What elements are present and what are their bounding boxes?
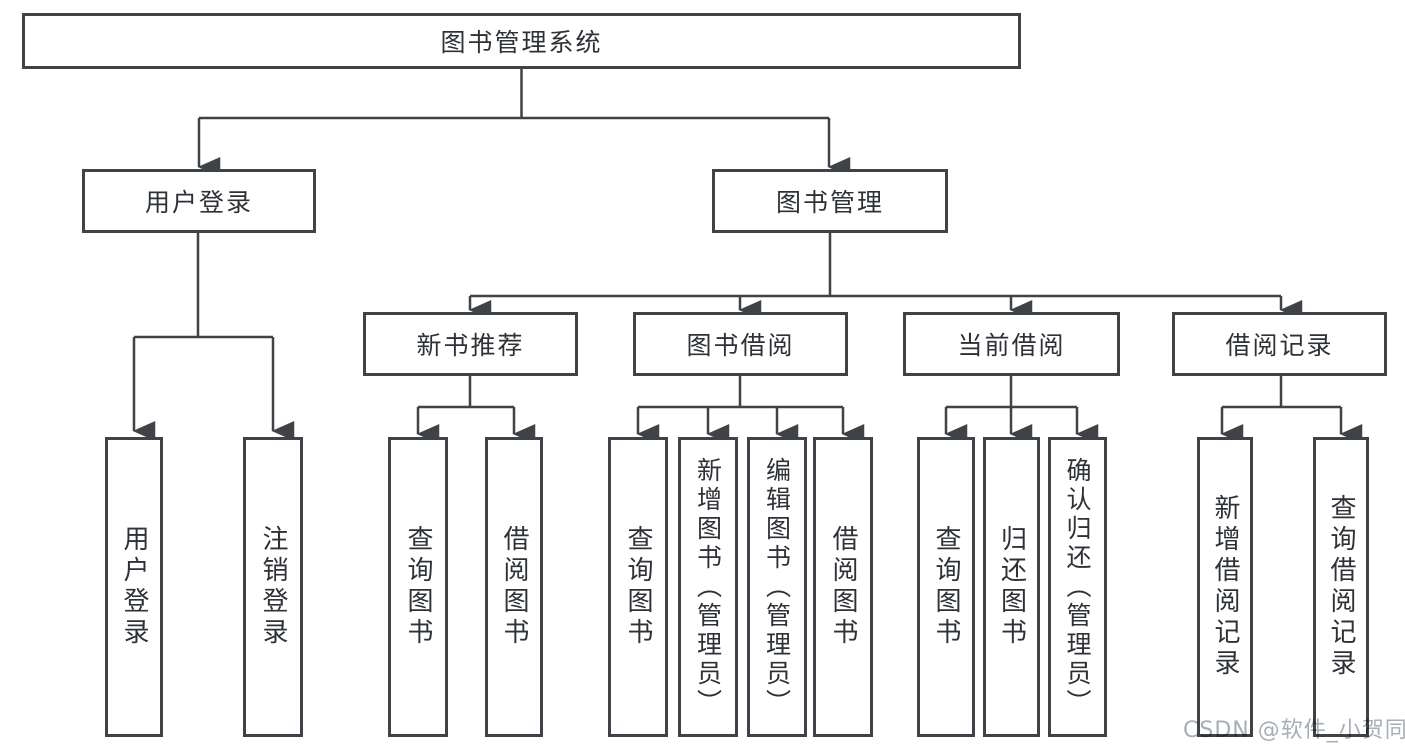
node-new-book-recommend-label: 新书推荐 [416,331,525,360]
leaf-query-books-label: 查询图书 [931,525,961,649]
leaf-borrow-books-label: 借阅图书 [499,525,529,649]
leaf-query-books-label: 查询图书 [403,525,433,649]
leaf-confirm-return-admin-label: 确认归还（管理员） [1063,456,1092,718]
leaf-user-login-label: 用户登录 [119,525,149,649]
leaf-add-books-admin-label: 新增图书（管理员） [693,456,723,718]
leaf-confirm-return-admin: 确认归还（管理员） [1048,437,1107,737]
node-new-book-recommend: 新书推荐 [363,312,578,376]
leaf-logout: 注销登录 [243,437,303,737]
node-root-label: 图书管理系统 [440,28,603,57]
leaf-query-books-label: 查询图书 [623,525,653,649]
leaf-query-books: 查询图书 [917,437,975,737]
leaf-borrow-books: 借阅图书 [485,437,543,737]
node-borrow-records-label: 借阅记录 [1225,331,1334,360]
node-root: 图书管理系统 [22,13,1021,69]
leaf-borrow-books-label: 借阅图书 [828,525,858,649]
leaf-borrow-books: 借阅图书 [813,437,873,737]
leaf-logout-label: 注销登录 [258,525,288,649]
leaf-return-books-label: 归还图书 [996,525,1027,649]
node-current-borrow: 当前借阅 [903,312,1120,376]
leaf-query-books: 查询图书 [388,437,448,737]
leaf-query-borrow-record-label: 查询借阅记录 [1326,494,1356,680]
leaf-add-borrow-record: 新增借阅记录 [1197,437,1253,737]
node-book-management: 图书管理 [712,169,948,233]
leaf-user-login: 用户登录 [105,437,163,737]
leaf-return-books: 归还图书 [983,437,1040,737]
leaf-edit-books-admin: 编辑图书（管理员） [747,437,807,737]
node-book-borrow: 图书借阅 [633,312,848,376]
leaf-edit-books-admin-label: 编辑图书（管理员） [762,456,792,718]
node-user-login-label: 用户登录 [144,188,253,217]
node-book-management-label: 图书管理 [775,188,884,217]
node-borrow-records: 借阅记录 [1172,312,1387,376]
node-current-borrow-label: 当前借阅 [957,331,1066,360]
node-user-login: 用户登录 [82,169,316,233]
leaf-add-books-admin: 新增图书（管理员） [678,437,738,737]
node-book-borrow-label: 图书借阅 [686,331,795,360]
leaf-add-borrow-record-label: 新增借阅记录 [1210,494,1240,680]
leaf-query-books: 查询图书 [608,437,668,737]
csdn-watermark: CSDN @软件_小贺同学 [1183,718,1405,743]
leaf-query-borrow-record: 查询借阅记录 [1313,437,1369,737]
